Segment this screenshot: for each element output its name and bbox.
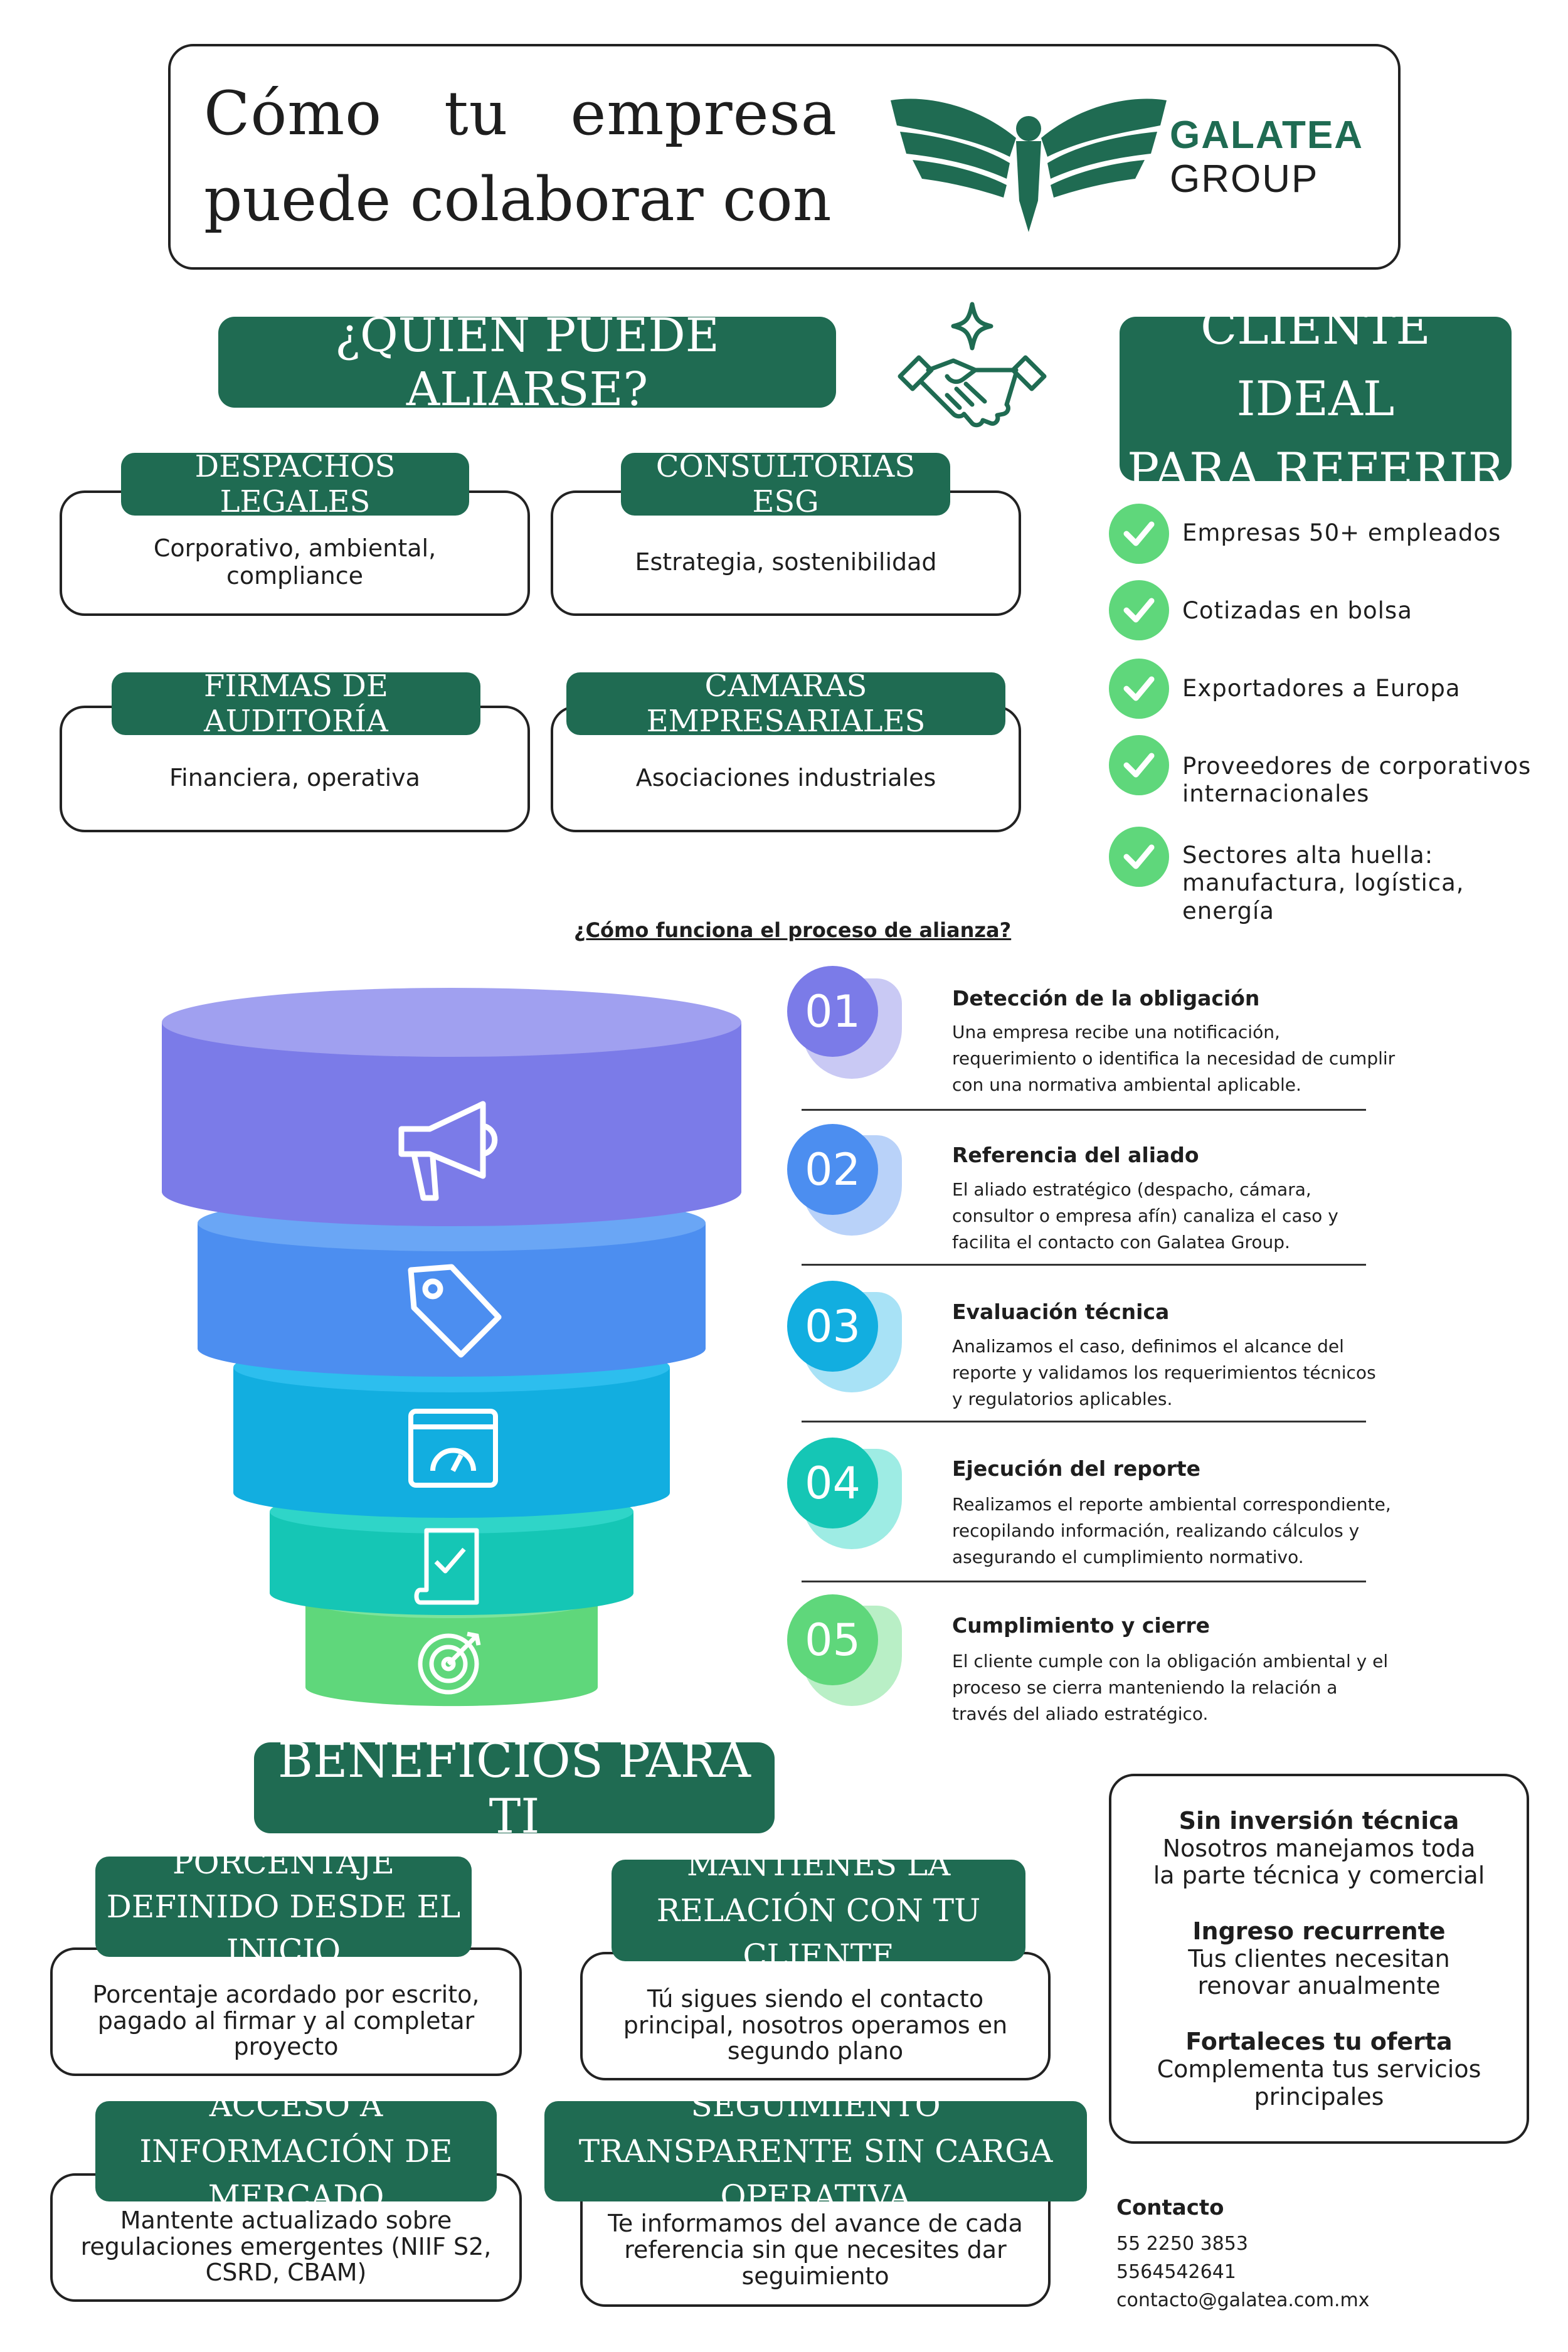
page-title-line1: Cómo tu empresa [204,78,837,149]
target-icon [417,1628,486,1697]
logo-word-galatea: GALATEA [1170,114,1364,157]
contact-phone[interactable]: 55 2250 3853 [1116,2233,1248,2255]
eagle-logo-icon [891,98,1167,232]
contact-email[interactable]: contacto@galatea.com.mx [1116,2289,1370,2311]
step-title: Ejecución del reporte [952,1456,1200,1481]
side-item-title: Fortaleces tu oferta [1185,2028,1453,2056]
step-title: Evaluación técnica [952,1300,1170,1324]
benefit-desc: Te informamos del avance de cada referen… [608,2210,1023,2290]
ideal-heading-line2: PARA REFERIR [1127,442,1504,498]
process-heading: ¿Cómo funciona el proceso de alianza? [574,918,1012,942]
check-icon [1109,580,1169,640]
step-number: 01 [787,966,878,1057]
step-desc: Realizamos el reporte ambiental correspo… [952,1494,1391,1567]
megaphone-icon [395,1094,508,1207]
who-card-title: CONSULTORÍAS ESG [621,449,950,519]
ideal-item: Exportadores a Europa [1182,675,1461,702]
step-desc: El aliado estratégico (despacho, cámara,… [952,1179,1338,1253]
step-number: 02 [787,1124,878,1215]
header-box [168,44,1401,270]
step-desc: Analizamos el caso, definimos el alcance… [952,1336,1376,1409]
contact-heading: Contacto [1116,2195,1224,2220]
step-divider [802,1421,1366,1422]
benefit-title: MANTIENES LA RELACIÓN CON TU CLIENTE [612,1846,1025,1974]
who-card-desc: Asociaciones industriales [635,764,936,792]
side-item-desc: Tus clientes necesitan renovar anualment… [1188,1944,1450,2000]
benefit-card: Porcentaje acordado por escrito, pagado … [50,1947,522,2076]
who-card-desc: Estrategia, sostenibilidad [635,548,937,576]
benefit-title: SEGUIMIENTO TRANSPARENTE SIN CARGA OPERA… [544,2087,1087,2215]
benefits-side-box: Sin inversión técnica Nosotros manejamos… [1109,1774,1529,2144]
side-item-desc: Complementa tus servicios principales [1157,2055,1481,2111]
ideal-item: Empresas 50+ empleados [1182,519,1502,546]
benefit-desc: Porcentaje acordado por escrito, pagado … [92,1980,480,2061]
benefits-heading: BENEFICIOS PARA TI [254,1732,775,1844]
benefit-desc: Tú sigues siendo el contacto principal, … [623,1984,1008,2065]
galatea-logo [891,82,1167,232]
logo-word-group: GROUP [1170,157,1319,201]
who-card-desc: Corporativo, ambiental, compliance [153,534,437,590]
ideal-item: Sectores alta huella: manufactura, logís… [1182,842,1465,924]
step-number: 03 [787,1281,878,1372]
step-divider [802,1109,1366,1111]
benefit-card: Tú sigues siendo el contacto principal, … [580,1952,1051,2080]
benefit-desc: Mantente actualizado sobre regulaciones … [80,2206,492,2287]
check-icon [1109,504,1169,564]
who-card-title: FIRMAS DE AUDITORÍA [112,669,480,739]
who-card-desc: Financiera, operativa [169,764,420,792]
check-icon [1109,827,1169,887]
who-card-title: DESPACHOS LEGALES [121,449,469,519]
dashboard-icon [408,1408,499,1490]
step-title: Referencia del aliado [952,1143,1199,1167]
step-divider [802,1264,1366,1266]
contact-phone[interactable]: 5564542641 [1116,2261,1236,2283]
who-card-title: CÁMARAS EMPRESARIALES [566,669,1005,739]
tag-icon [405,1261,505,1361]
document-check-icon [414,1527,483,1606]
process-funnel [157,960,753,1712]
who-heading: ¿QUIÉN PUEDE ALIARSE? [218,309,836,416]
step-number: 05 [787,1594,878,1685]
step-desc: El cliente cumple con la obligación ambi… [952,1651,1389,1724]
step-number: 04 [787,1438,878,1528]
step-desc: Una empresa recibe una notificación, req… [952,1022,1396,1095]
side-item-desc: Nosotros manejamos toda la parte técnica… [1153,1834,1485,1890]
check-icon [1109,735,1169,795]
benefit-title: ACCESO A INFORMACIÓN DE MERCADO [95,2087,497,2215]
check-icon [1109,659,1169,719]
side-item-title: Sin inversión técnica [1179,1807,1459,1835]
step-title: Detección de la obligación [952,986,1260,1010]
page-title-line2: puede colaborar con [204,164,832,235]
ideal-heading: CLIENTE IDEAL PARA REFERIR [1120,299,1512,498]
step-title: Cumplimiento y cierre [952,1613,1210,1638]
benefit-title: PORCENTAJE DEFINIDO DESDE EL INICIO [95,1845,472,1969]
ideal-item: Proveedores de corporativos internaciona… [1182,753,1532,808]
step-divider [802,1581,1366,1582]
ideal-item: Cotizadas en bolsa [1182,597,1412,624]
ideal-heading-line1: CLIENTE IDEAL [1200,299,1431,426]
handshake-icon [894,301,1051,439]
side-item-title: Ingreso recurrente [1192,1917,1446,1946]
